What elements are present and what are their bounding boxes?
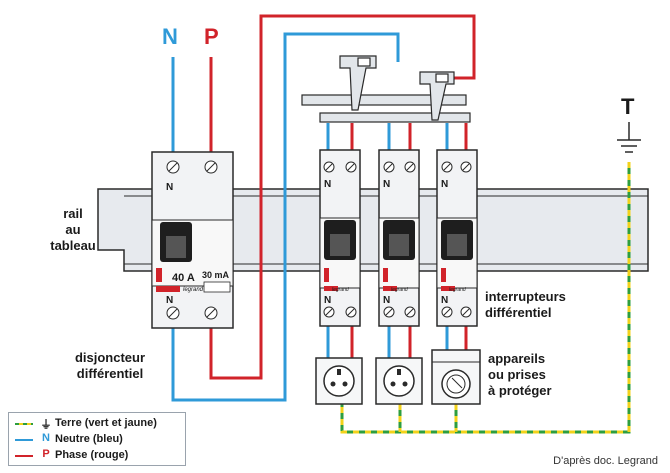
legend: ⏚ Terre (vert et jaune) N Neutre (bleu) …	[8, 412, 186, 466]
rail-label: rail au tableau	[50, 206, 96, 253]
switch-3-top-terminal-label: N	[441, 179, 448, 190]
legend-row-neutral: N Neutre (bleu)	[9, 432, 185, 448]
switch-1-top-terminal-label: N	[324, 179, 331, 190]
main-breaker-label-line2: différentiel	[77, 366, 143, 381]
main-breaker: N N 40 A 30 mA legrand	[151, 151, 234, 329]
switches-label-line2: différentiel	[485, 305, 551, 320]
neutral-wires	[171, 32, 449, 402]
legend-earth-line	[15, 423, 33, 425]
switch-3-bottom-terminal-label: N	[441, 295, 448, 306]
busbar-comb	[301, 55, 471, 123]
rail-label-line2: au	[65, 222, 80, 237]
devices-label: appareils ou prises à protéger	[488, 351, 552, 398]
legend-neutral-line	[15, 439, 33, 441]
legend-neutral-symbol: N	[42, 432, 50, 444]
devices-label-line1: appareils	[488, 351, 545, 366]
legend-row-phase: P Phase (rouge)	[9, 448, 185, 464]
earth-symbol	[617, 122, 641, 153]
neutral-letter: N	[162, 24, 178, 49]
switch-2-top-terminal-label: N	[383, 179, 390, 190]
din-rail	[97, 188, 649, 272]
rail-label-line1: rail	[63, 206, 83, 221]
differential-switch-2: N N legrand	[378, 149, 420, 327]
switches-label: interrupteurs différentiel	[485, 289, 566, 320]
breaker-bottom-terminal-label: N	[166, 295, 173, 306]
differential-switch-1: N N legrand	[319, 149, 361, 327]
socket-2	[375, 357, 423, 405]
earth-icon: ⏚	[40, 419, 52, 431]
switch-1-bottom-terminal-label: N	[324, 295, 331, 306]
source-credit: D'après doc. Legrand	[553, 455, 658, 467]
differential-switch-3: N N legrand	[436, 149, 478, 327]
earth-letter: T	[621, 94, 635, 119]
legend-phase-text: Phase (rouge)	[55, 449, 129, 461]
legend-phase-line	[15, 455, 33, 457]
devices-label-line3: à protéger	[488, 383, 552, 398]
switch-2-bottom-terminal-label: N	[383, 295, 390, 306]
legend-earth-text: Terre (vert et jaune)	[55, 417, 157, 429]
legend-phase-symbol: P	[42, 448, 50, 460]
switch-1-brand: legrand	[332, 287, 349, 293]
legend-neutral-text: Neutre (bleu)	[55, 433, 123, 445]
breaker-brand: legrand	[183, 287, 204, 293]
breaker-sensitivity: 30 mA	[202, 270, 230, 280]
washing-machine-icon	[431, 349, 481, 405]
phase-letter: P	[204, 24, 219, 49]
socket-1	[315, 357, 363, 405]
switch-2-brand: legrand	[391, 287, 408, 293]
breaker-rating: 40 A	[172, 272, 195, 284]
phase-wires	[209, 14, 476, 380]
switches-label-line1: interrupteurs	[485, 289, 566, 304]
main-breaker-label: disjoncteur différentiel	[75, 350, 145, 381]
devices-label-line2: ou prises	[488, 367, 546, 382]
legend-row-earth: ⏚ Terre (vert et jaune)	[9, 416, 185, 432]
earth-wire	[340, 162, 631, 434]
rail-label-line3: tableau	[50, 238, 96, 253]
breaker-top-terminal-label: N	[166, 182, 173, 193]
switch-3-brand: legrand	[449, 287, 466, 293]
main-breaker-label-line1: disjoncteur	[75, 350, 145, 365]
